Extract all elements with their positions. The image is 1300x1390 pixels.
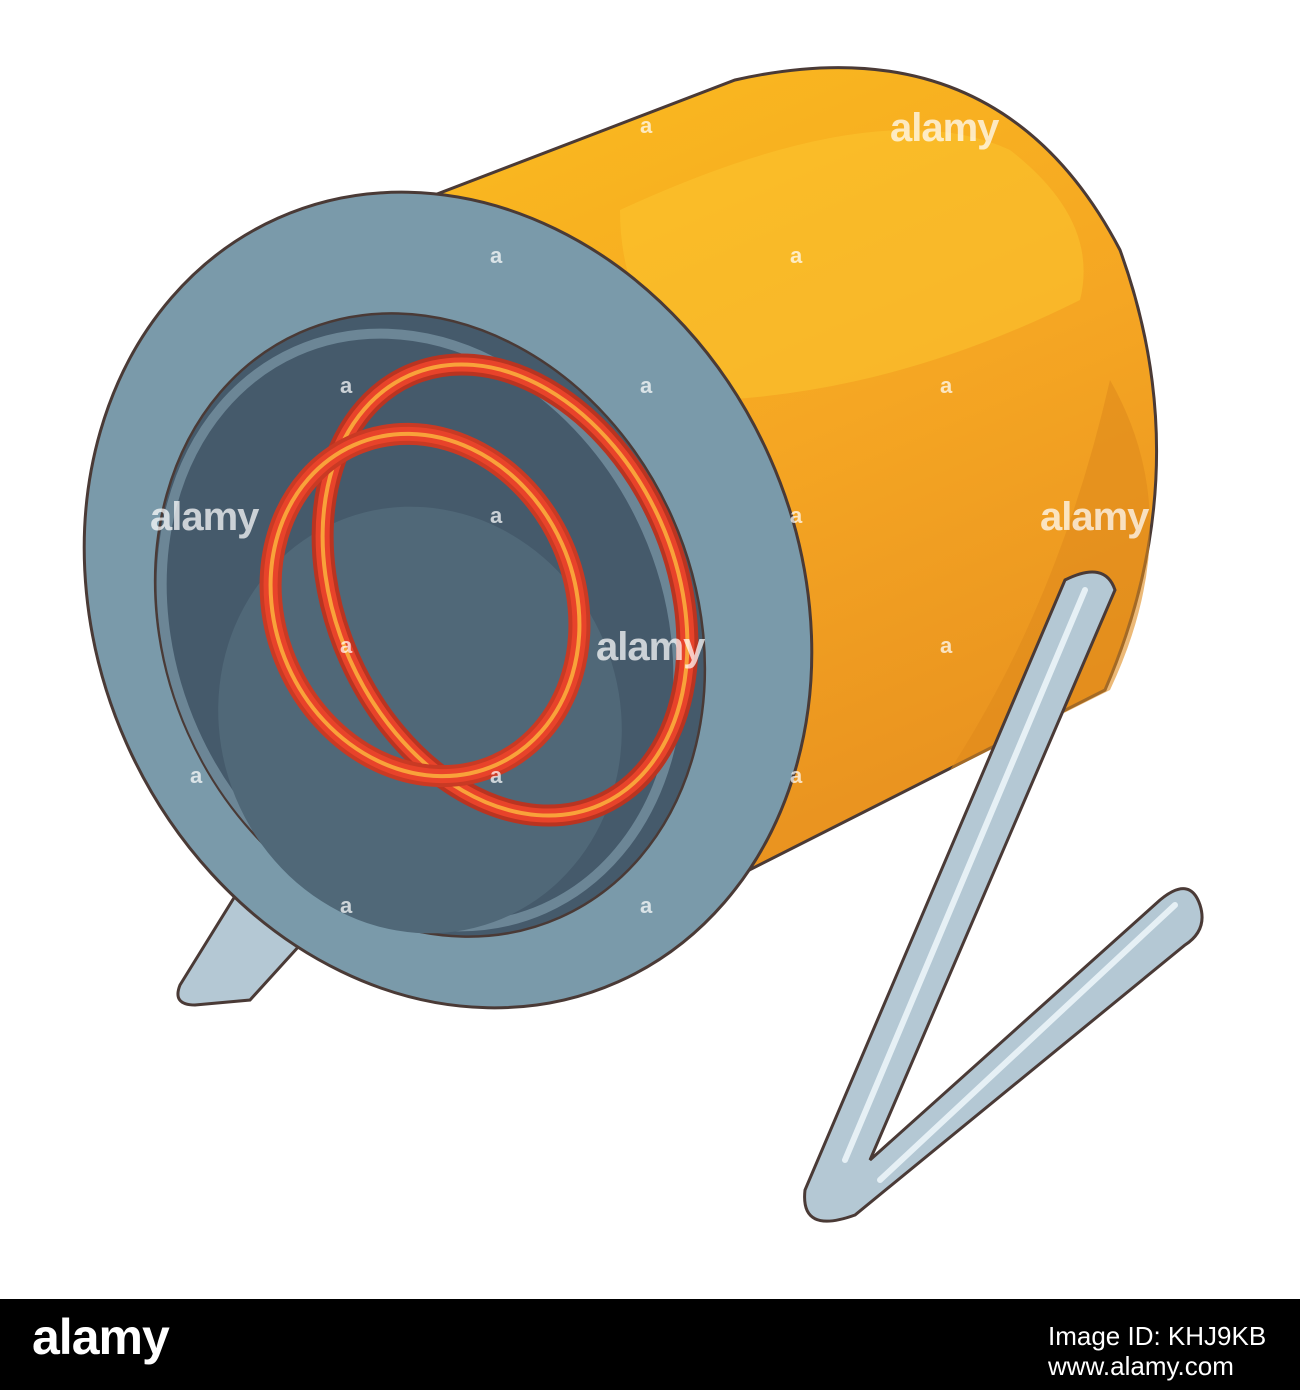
coil-ring-front-shine bbox=[268, 431, 582, 779]
stand-front-leg bbox=[803, 570, 1204, 1223]
image-id-label: Image ID: KHJ9KB bbox=[1048, 1321, 1267, 1351]
barrel-highlight bbox=[620, 130, 1084, 400]
barrel-back-plate bbox=[218, 506, 622, 934]
coil-ring-back-shine bbox=[320, 362, 690, 818]
barrel-inner-lip bbox=[156, 328, 684, 932]
heater-coil-icon bbox=[82, 66, 1204, 1223]
site-url: www.alamy.com bbox=[1048, 1350, 1234, 1381]
footer-bar bbox=[0, 1299, 1300, 1390]
stand-front-shine-2 bbox=[877, 902, 1178, 1183]
stand-front-shine bbox=[842, 587, 1088, 1163]
footer-logo: alamy bbox=[32, 1309, 170, 1365]
illustration-canvas: alamy alamy alamy alamy a a a a a a a a … bbox=[82, 66, 1204, 1223]
barrel-shadow bbox=[950, 380, 1150, 770]
footer-image-info: Image ID: KHJ9KB www.alamy.com bbox=[1048, 1321, 1278, 1382]
